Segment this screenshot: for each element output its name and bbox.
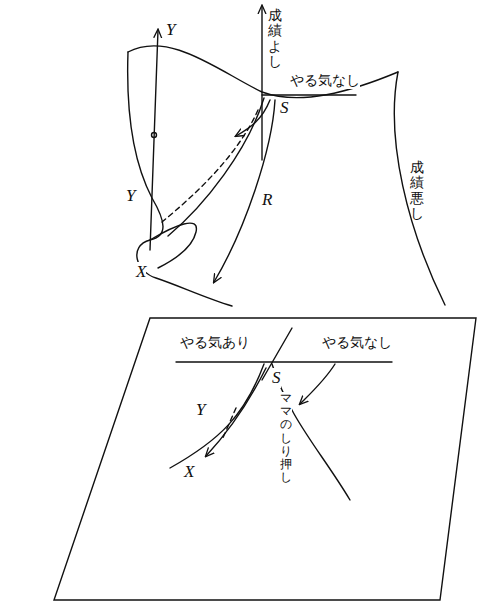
sheet-edge [394, 72, 445, 305]
sheet-edge [128, 46, 398, 98]
fold-line [162, 110, 258, 222]
point-label: S [280, 98, 289, 118]
variable-label: Y [166, 20, 175, 40]
point-label: X [136, 262, 146, 282]
sheet-edge [128, 52, 232, 306]
point-label: X [184, 462, 194, 482]
cusp-curve [272, 364, 350, 500]
axis [176, 361, 392, 362]
axis [261, 6, 262, 160]
axis-label: やる気なし [290, 72, 360, 89]
path-label: R [262, 190, 272, 210]
variable-label: Y [126, 186, 135, 206]
path-arrow [206, 368, 266, 456]
control-plane [54, 318, 476, 600]
point [152, 133, 157, 138]
point-label: S [272, 368, 281, 388]
region-label: 成績悪し [410, 160, 424, 222]
cusp-curve [170, 364, 264, 468]
axis-label: やる気なし [322, 334, 392, 351]
variable-label: Y [196, 400, 205, 420]
axis-label: やる気あり [180, 334, 250, 351]
fold-line [150, 223, 196, 268]
fold-line [168, 98, 264, 236]
path-arrow [236, 100, 270, 136]
annotation: ママのしり押し [280, 392, 292, 484]
path-arrow [300, 364, 335, 404]
y-axis [150, 30, 158, 250]
path-arrow [214, 100, 275, 282]
axis-label: 成績よし [268, 8, 282, 70]
